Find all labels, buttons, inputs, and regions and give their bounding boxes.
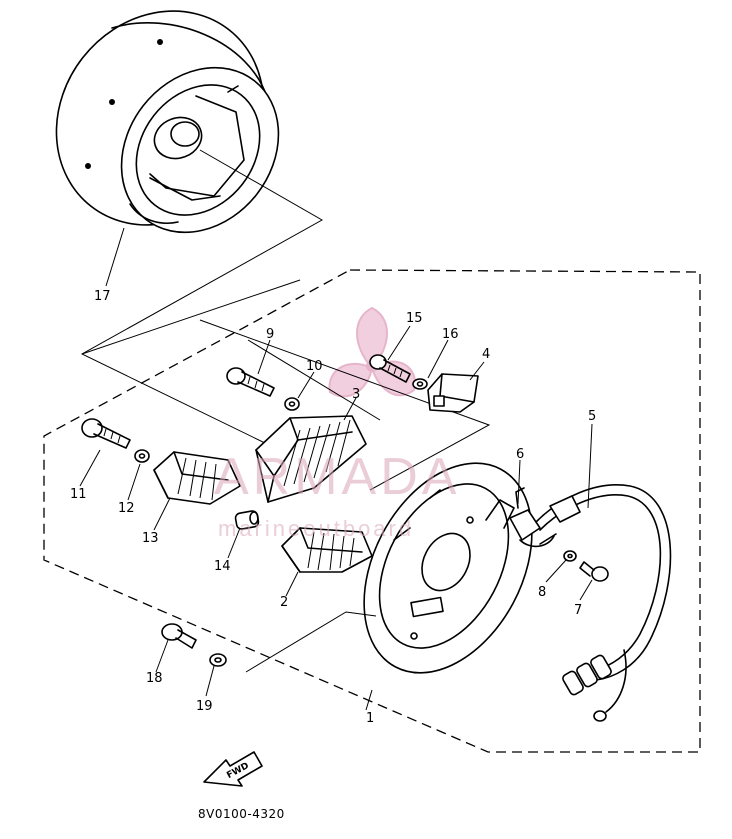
callout-19: 19 — [196, 699, 213, 714]
part-19-washer — [209, 653, 227, 667]
part-10-washer — [284, 397, 300, 411]
watermark-brand: ARMADA — [214, 448, 460, 506]
callout-7: 7 — [574, 603, 582, 618]
watermark: ARMADA marineoutboard — [214, 448, 460, 541]
callout-6: 6 — [516, 447, 524, 462]
callout-14: 14 — [214, 559, 231, 574]
part-14-collar — [234, 510, 260, 530]
callout-3: 3 — [352, 387, 360, 402]
part-16-washer — [412, 378, 428, 390]
watermark-subtitle: marineoutboard — [218, 516, 414, 541]
callout-17: 17 — [94, 289, 111, 304]
callout-5: 5 — [588, 409, 596, 424]
fwd-arrow-icon: FWD — [203, 751, 263, 787]
part-9-screw — [226, 367, 275, 397]
assembly-guide-lines — [80, 149, 491, 491]
assembly-boundary — [43, 269, 701, 753]
part-13-coil — [153, 451, 241, 505]
callout-9: 9 — [266, 327, 274, 342]
part-4-pulser-coil — [427, 373, 479, 413]
part-3-charge-coil — [255, 415, 367, 503]
armada-propeller-logo — [328, 306, 416, 398]
part-12-washer — [134, 449, 150, 463]
part-1-stator-plate — [363, 462, 533, 674]
callout-16: 16 — [442, 327, 459, 342]
part-11-screw — [81, 418, 131, 449]
callout-11: 11 — [70, 487, 87, 502]
leader-lines — [79, 227, 593, 711]
part-15-screw — [369, 354, 411, 383]
callout-18: 18 — [146, 671, 163, 686]
part-8-washer — [563, 550, 577, 562]
drawing-code: 8V0100-4320 — [198, 807, 285, 821]
callout-labels: 1 2 3 4 5 6 7 8 9 10 11 12 13 14 15 16 1… — [70, 289, 596, 726]
callout-2: 2 — [280, 595, 288, 610]
callout-8: 8 — [538, 585, 546, 600]
part-18-bolt — [161, 623, 197, 649]
callout-4: 4 — [482, 347, 490, 362]
part-7-screw — [579, 561, 609, 582]
part-5-wire-harness — [519, 484, 672, 722]
part-6-terminal-clamp — [509, 487, 541, 541]
callout-10: 10 — [306, 359, 323, 374]
flywheel-part-17 — [55, 10, 280, 234]
callout-12: 12 — [118, 501, 135, 516]
callout-1: 1 — [366, 711, 374, 726]
callout-13: 13 — [142, 531, 159, 546]
callout-15: 15 — [406, 311, 423, 326]
